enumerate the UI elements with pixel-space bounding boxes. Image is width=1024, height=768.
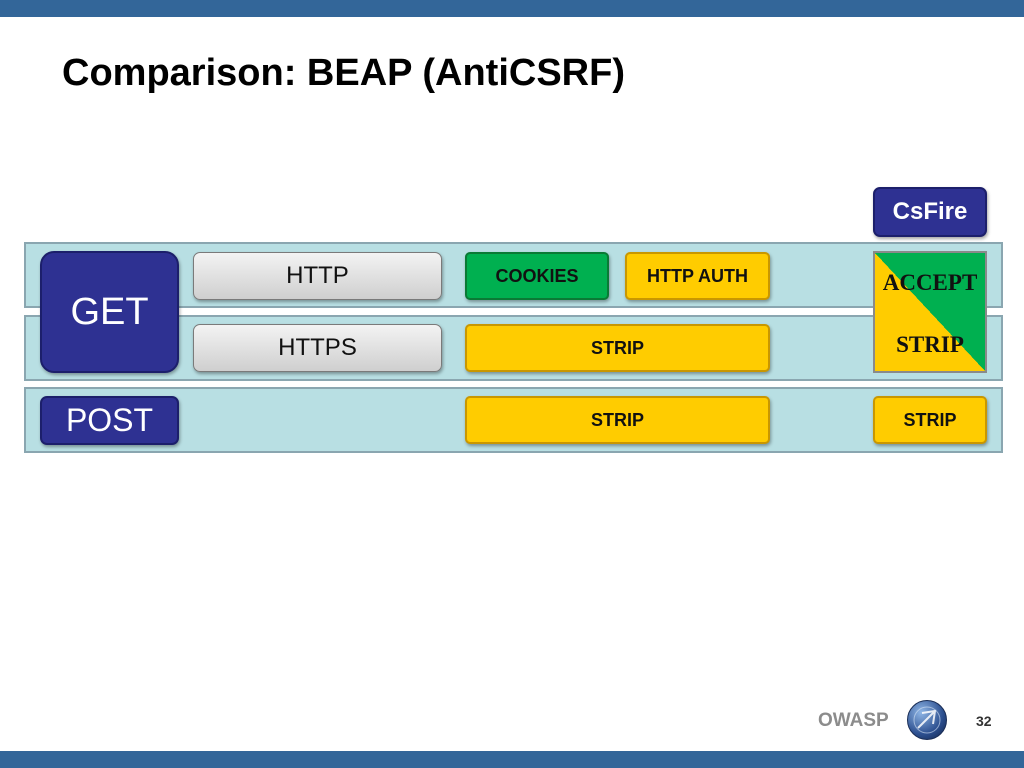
beap-https-strip-label: STRIP <box>590 337 644 358</box>
beap-post-strip-label: STRIP <box>590 409 644 430</box>
csfire-label-text: CsFire <box>892 198 968 225</box>
owasp-logo-icon <box>907 700 947 740</box>
method-post-label: POST <box>65 402 154 438</box>
beap-cookies: COOKIES <box>465 252 609 300</box>
method-get-label: GET <box>70 290 149 333</box>
method-get: GET <box>40 251 179 373</box>
protocol-http-label: HTTP <box>286 262 349 289</box>
page-number: 32 <box>976 713 992 729</box>
csfire-label: CsFire <box>873 187 987 237</box>
bottom-accent-bar <box>0 751 1024 768</box>
protocol-http: HTTP <box>193 252 442 300</box>
slide-title: Comparison: BEAP (AntiCSRF) <box>62 52 625 94</box>
protocol-https: HTTPS <box>193 324 442 372</box>
beap-http-auth: HTTP AUTH <box>625 252 770 300</box>
beap-http-auth-label: HTTP AUTH <box>647 265 748 286</box>
csfire-post-strip-label: STRIP <box>903 409 957 430</box>
csfire-post-strip: STRIP <box>873 396 987 444</box>
protocol-https-label: HTTPS <box>278 334 357 361</box>
csfire-strip-label: STRIP <box>896 332 964 357</box>
method-post: POST <box>40 396 179 445</box>
top-accent-bar <box>0 0 1024 17</box>
beap-post-strip: STRIP <box>465 396 770 444</box>
owasp-logo-mark <box>913 706 941 734</box>
owasp-brand-text: OWASP <box>818 710 889 731</box>
csfire-accept-label: ACCEPT <box>882 270 978 295</box>
beap-cookies-label: COOKIES <box>495 265 579 286</box>
csfire-get-accept-strip: ACCEPT STRIP <box>873 251 987 373</box>
beap-https-strip: STRIP <box>465 324 770 372</box>
